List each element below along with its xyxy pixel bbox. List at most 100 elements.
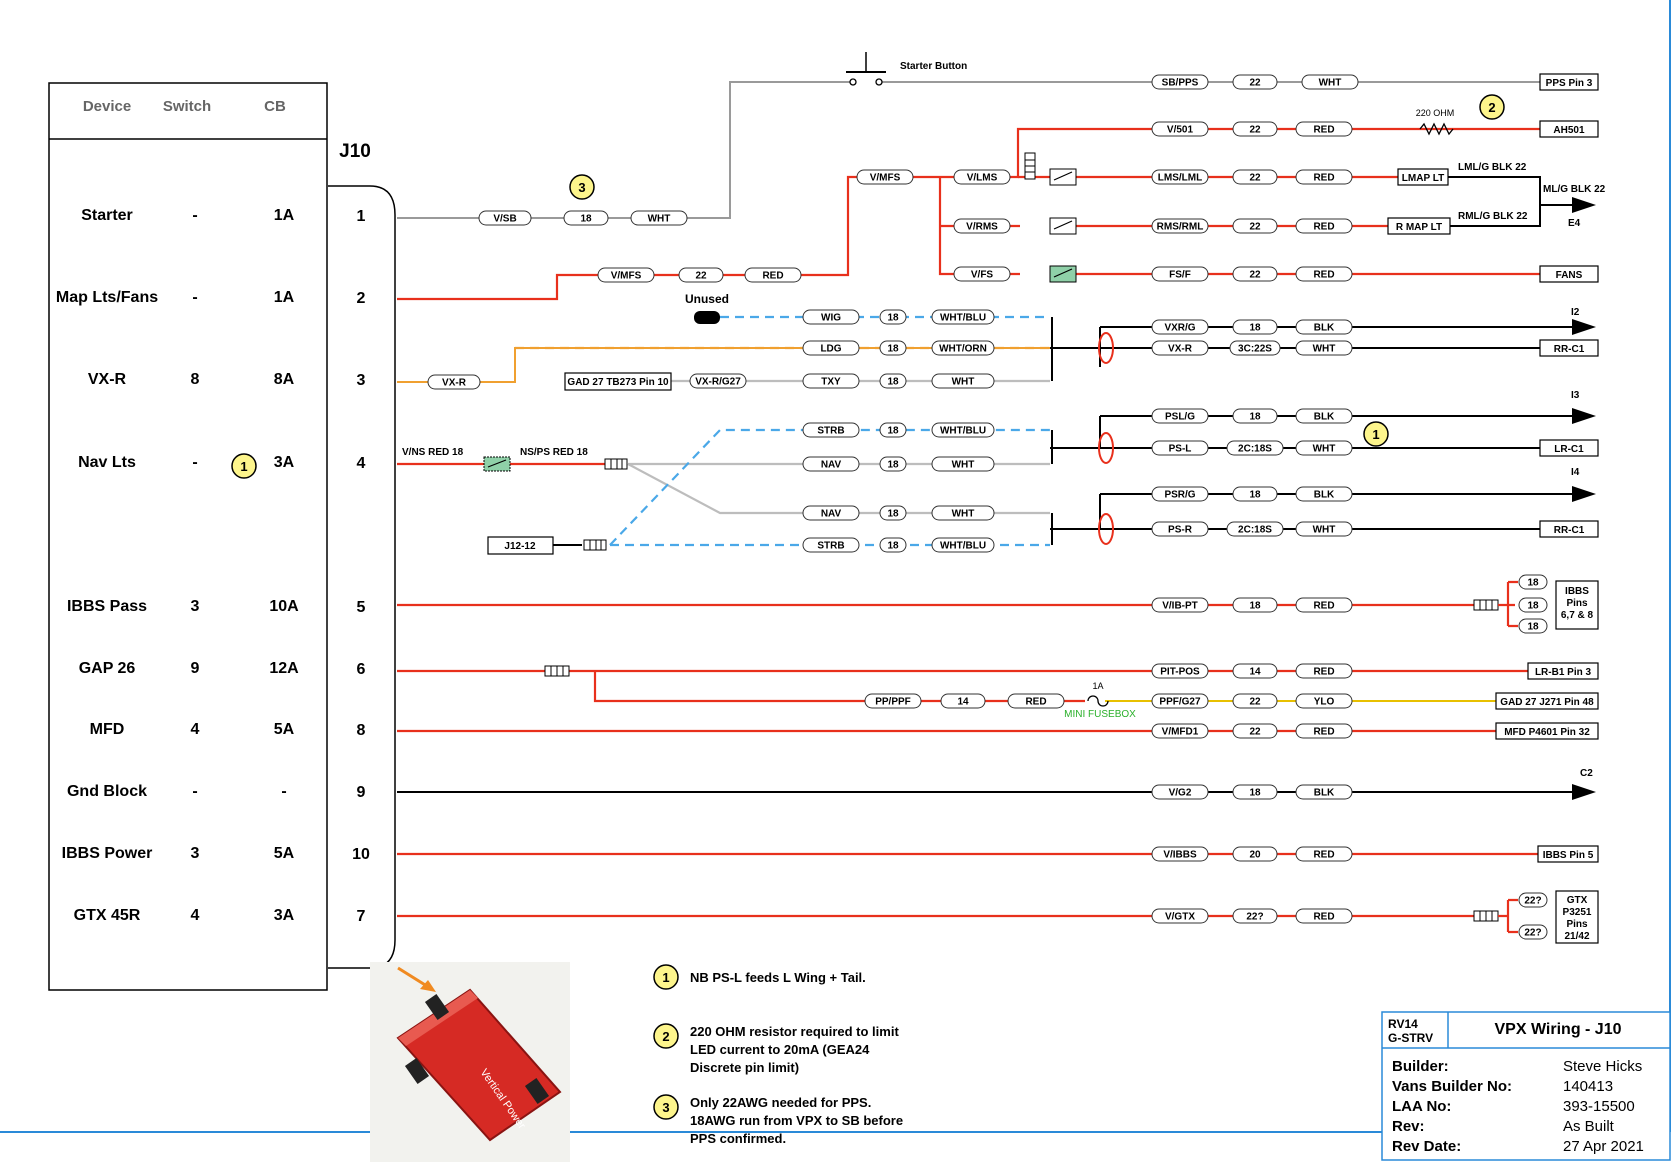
wire-nav-lights: V/NS RED 18 NS/PS RED 18 I3 I4 1: [397, 390, 1596, 551]
date-value: 27 Apr 2021: [1563, 1138, 1644, 1155]
wire-pill: [1232, 784, 1278, 800]
wire-pill-label: PP/PPF: [875, 697, 911, 708]
box-label: 6,7 & 8: [1561, 610, 1594, 621]
box-label: AH501: [1553, 125, 1585, 136]
device-name: IBBS Pass: [67, 598, 147, 615]
wire-pill-label: V/IBBS: [1163, 850, 1197, 861]
wire-pill: [1518, 892, 1548, 908]
e4-label: E4: [1568, 218, 1581, 229]
drawing-title: VPX Wiring - J10: [1495, 1021, 1622, 1038]
box-label: PPS Pin 3: [1546, 78, 1593, 89]
wire-pill: [802, 422, 860, 438]
wire-pill: [1151, 663, 1209, 679]
device-cb: 12A: [269, 660, 299, 677]
note-3-line: Only 22AWG needed for PPS.: [690, 1095, 871, 1110]
device-cb: 5A: [274, 721, 295, 738]
device-switch: -: [192, 207, 197, 224]
wire-pill-label: STRB: [817, 541, 844, 552]
wire-pill: [940, 693, 986, 709]
note-3-line: PPS confirmed.: [690, 1131, 786, 1146]
builder-value: Steve Hicks: [1563, 1058, 1642, 1075]
wire-pill-label: STRB: [817, 426, 844, 437]
wire-pill-label: RED: [1313, 173, 1334, 184]
wire-pill-label: SB/PPS: [1162, 78, 1199, 89]
device-cb: 5A: [274, 845, 295, 862]
device-switch: -: [192, 783, 197, 800]
device-switch: -: [192, 289, 197, 306]
rev-value: As Built: [1563, 1118, 1615, 1135]
wire-pill-label: VX-R/G27: [695, 377, 741, 388]
wire-pill-label: RED: [1313, 727, 1334, 738]
wire-pill: [1232, 693, 1278, 709]
wire-pill: [1518, 618, 1548, 634]
device-switch: 8: [191, 371, 200, 388]
wire-pill: [1518, 924, 1548, 940]
wire-pill: [1151, 74, 1209, 90]
builder-label: Builder:: [1392, 1058, 1449, 1075]
wire-pill: [1226, 440, 1284, 456]
wire-pill: [1151, 486, 1209, 502]
wire-pill-label: FS/F: [1169, 270, 1191, 281]
wire-pill-label: WHT/BLU: [940, 541, 986, 552]
wire-pill-label: 22: [1249, 697, 1261, 708]
svg-text:2: 2: [662, 1029, 669, 1044]
i4-label: I4: [1571, 467, 1580, 478]
wire-pill: [1295, 846, 1353, 862]
j10-connector: J10 1 2 3 4 5 6 8 9 10 7: [328, 141, 396, 969]
box-label: RR-C1: [1554, 525, 1585, 536]
svg-text:1: 1: [240, 459, 247, 474]
vans-value: 140413: [1563, 1078, 1613, 1095]
wire-pill: [1295, 486, 1353, 502]
device-name: GAP 26: [79, 660, 136, 677]
box-label: Pins: [1566, 598, 1588, 609]
device-name: Gnd Block: [67, 783, 147, 800]
wire-pill: [1151, 319, 1209, 335]
device-switch: -: [192, 454, 197, 471]
wire-gap26: 1A MINI FUSEBOX: [397, 665, 1542, 720]
wire-pill: [1151, 121, 1209, 137]
wire-pill: [1295, 784, 1353, 800]
pin-number: 7: [357, 908, 366, 925]
wire-pill: [1151, 908, 1209, 924]
laa-label: LAA No:: [1392, 1098, 1451, 1115]
vns-label: V/NS RED 18: [402, 447, 464, 458]
wire-pill: [1151, 218, 1209, 234]
wire-pill: [1295, 440, 1353, 456]
device-cb: 1A: [274, 289, 295, 306]
wire-pill-label: 18: [887, 460, 899, 471]
wire-pill-label: PSR/G: [1164, 490, 1195, 501]
wire-pill-label: WHT: [1313, 444, 1336, 455]
wire-pill: [802, 309, 860, 325]
wire-pill: [1518, 597, 1548, 613]
header-switch: Switch: [163, 98, 211, 115]
wire-pill-label: YLO: [1314, 697, 1335, 708]
wire-pill: [1151, 784, 1209, 800]
wire-pill: [953, 169, 1011, 185]
wire-pill-label: PS-R: [1168, 525, 1193, 536]
shield-icon: [1098, 513, 1114, 545]
wire-pill-label: 22: [1249, 222, 1261, 233]
note-2-line: 220 OHM resistor required to limit: [690, 1024, 899, 1039]
wire-pill-label: 18: [1249, 490, 1261, 501]
wire-pill: [1151, 266, 1209, 282]
wire-pill: [427, 374, 481, 390]
wire-pill-label: RMS/RML: [1157, 222, 1204, 233]
wire-pill: [1295, 597, 1353, 613]
wire-pill: [1232, 486, 1278, 502]
vans-label: Vans Builder No:: [1392, 1078, 1512, 1095]
nsps-label: NS/PS RED 18: [520, 447, 588, 458]
box-label: LR-C1: [1554, 444, 1584, 455]
wire-pill-label: 20: [1249, 850, 1261, 861]
box-label: 21/42: [1564, 931, 1589, 942]
wire-pill-label: VX-R: [1168, 344, 1193, 355]
wire-pill: [1232, 319, 1278, 335]
wire-pill: [879, 373, 907, 389]
wire-pill: [1232, 908, 1278, 924]
wire-pill-label: V/MFS: [870, 173, 901, 184]
wire-pill-label: WHT/BLU: [940, 313, 986, 324]
pin-number: 6: [357, 661, 366, 678]
wire-pill-label: 22: [1249, 125, 1261, 136]
wire-pill-label: V/G2: [1169, 788, 1192, 799]
device-cb: 10A: [269, 598, 299, 615]
